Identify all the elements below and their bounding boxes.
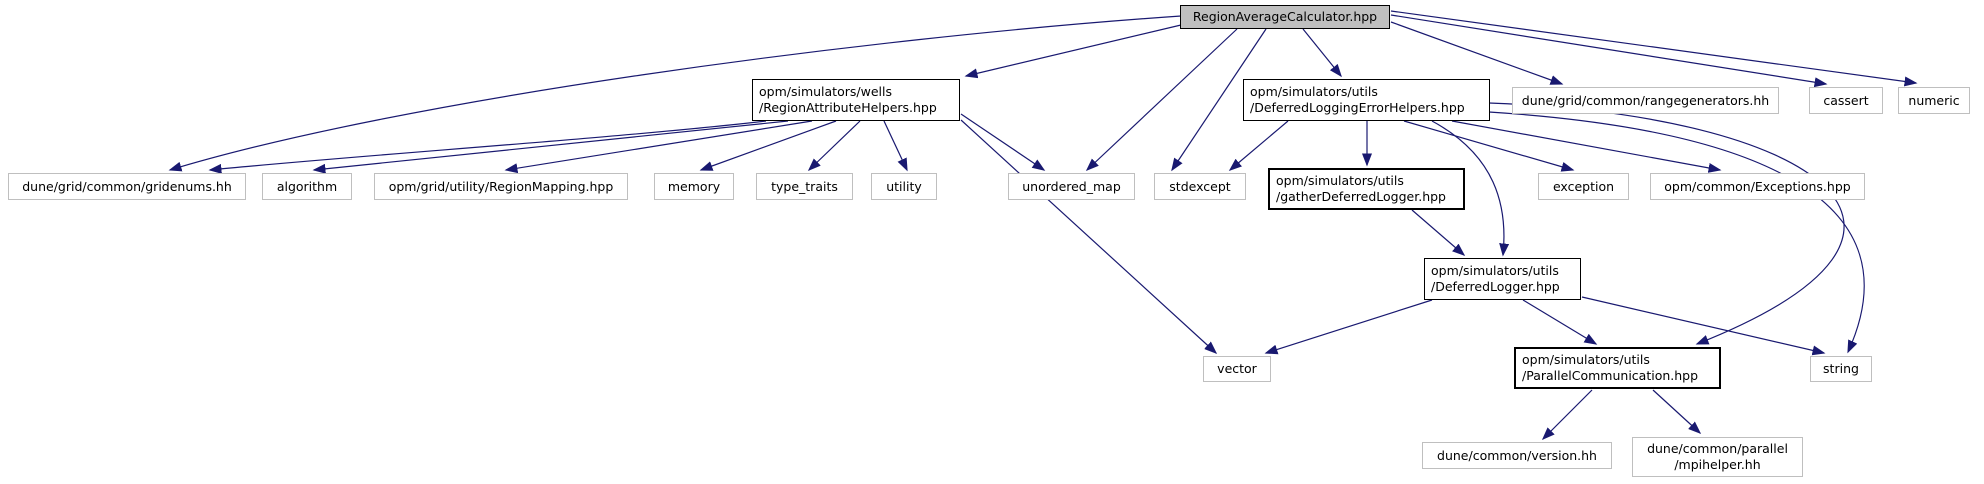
graph-node-label: utility — [886, 178, 922, 194]
graph-node-label: dune/grid/common/rangegenerators.hh — [1521, 92, 1770, 108]
graph-node-string: string — [1810, 356, 1872, 382]
graph-node-type-traits: type_traits — [756, 173, 853, 200]
edge-deferred-logging-error-helpers--parallel-communication — [1488, 102, 1845, 345]
graph-node-deferred-logger[interactable]: opm/simulators/utils/DeferredLogger.hpp — [1424, 258, 1581, 300]
edge-parallel-communication--dune-version — [1541, 389, 1593, 441]
edge-root--gridenums — [168, 15, 1182, 172]
graph-node-gather-deferred-logger[interactable]: opm/simulators/utils/gatherDeferredLogge… — [1268, 168, 1465, 210]
graph-node-label: /DeferredLoggingErrorHelpers.hpp — [1250, 100, 1465, 115]
graph-node-label: memory — [667, 178, 721, 194]
graph-node-dune-version: dune/common/version.hh — [1422, 442, 1612, 469]
edge-deferred-logger--parallel-communication — [1522, 299, 1598, 345]
graph-node-label: opm/common/Exceptions.hpp — [1664, 178, 1851, 194]
graph-node-vector: vector — [1203, 356, 1271, 382]
edge-deferred-logging-error-helpers--opm-exceptions — [1451, 120, 1722, 173]
graph-node-label: RegionAverageCalculator.hpp — [1192, 9, 1378, 24]
graph-node-label: stdexcept — [1169, 178, 1231, 194]
graph-node-label: opm/simulators/utils — [1522, 352, 1650, 367]
graph-node-exception: exception — [1538, 173, 1629, 200]
edge-root--deferred-logging-error-helpers — [1302, 28, 1342, 78]
graph-node-numeric: numeric — [1898, 87, 1970, 114]
edge-deferred-logging-error-helpers--exception — [1403, 120, 1575, 172]
edge-root--stdexcept — [1171, 28, 1267, 172]
edge-deferred-logging-error-helpers--string — [1488, 111, 1865, 354]
edge-region-attribute-helpers--algorithm — [312, 120, 789, 174]
graph-node-label: vector — [1217, 361, 1257, 376]
graph-node-utility: utility — [871, 173, 937, 200]
edge-region-attribute-helpers--type-traits — [807, 120, 861, 172]
graph-node-unordered-map: unordered_map — [1008, 173, 1135, 200]
graph-node-label: numeric — [1908, 92, 1960, 108]
edge-root--rangegenerators — [1390, 21, 1564, 85]
graph-node-label: unordered_map — [1022, 178, 1121, 194]
graph-node-memory: memory — [654, 173, 734, 200]
edge-root--unordered-map — [1085, 28, 1238, 172]
edge-region-attribute-helpers--vector — [960, 119, 1218, 355]
edge-root--numeric — [1390, 10, 1918, 87]
graph-node-label: opm/simulators/utils — [1276, 173, 1404, 188]
graph-node-label: opm/grid/utility/RegionMapping.hpp — [388, 178, 614, 194]
edge-group — [168, 10, 1918, 441]
graph-node-gridenums: dune/grid/common/gridenums.hh — [8, 173, 246, 200]
graph-node-mpihelper: dune/common/parallel/mpihelper.hh — [1632, 437, 1803, 477]
graph-node-root[interactable]: RegionAverageCalculator.hpp — [1180, 5, 1390, 29]
graph-node-rangegenerators: dune/grid/common/rangegenerators.hh — [1512, 87, 1779, 114]
graph-node-label: opm/simulators/utils — [1431, 263, 1559, 278]
graph-node-cassert: cassert — [1809, 87, 1883, 114]
graph-node-label: dune/common/parallel — [1647, 441, 1788, 456]
graph-node-label: dune/common/version.hh — [1437, 447, 1597, 463]
edge-region-attribute-helpers--region-mapping — [504, 120, 813, 174]
graph-node-label: string — [1823, 361, 1859, 376]
edge-gather-deferred-logger--deferred-logger — [1411, 209, 1466, 256]
edge-deferred-logging-error-helpers--deferred-logger — [1431, 120, 1510, 257]
edge-region-attribute-helpers--utility — [883, 120, 908, 172]
edge-parallel-communication--mpihelper — [1652, 389, 1702, 435]
graph-node-deferred-logging-error-helpers[interactable]: opm/simulators/utils/DeferredLoggingErro… — [1243, 79, 1490, 121]
graph-node-parallel-communication[interactable]: opm/simulators/utils/ParallelCommunicati… — [1514, 347, 1721, 389]
graph-node-region-attribute-helpers[interactable]: opm/simulators/wells/RegionAttributeHelp… — [752, 79, 960, 121]
graph-node-label: opm/simulators/utils — [1250, 84, 1378, 99]
graph-node-opm-exceptions: opm/common/Exceptions.hpp — [1650, 173, 1865, 200]
graph-node-stdexcept: stdexcept — [1154, 173, 1246, 200]
graph-node-label: exception — [1552, 178, 1615, 194]
graph-node-label: dune/grid/common/gridenums.hh — [22, 178, 232, 194]
edge-deferred-logger--string — [1581, 296, 1826, 356]
graph-node-label: algorithm — [276, 178, 338, 194]
graph-node-label: cassert — [1823, 92, 1869, 108]
edge-root--cassert — [1390, 14, 1828, 88]
edge-root--region-attribute-helpers — [964, 24, 1182, 79]
edge-region-attribute-helpers--memory — [699, 120, 837, 171]
graph-node-algorithm: algorithm — [262, 173, 352, 200]
graph-node-label: /gatherDeferredLogger.hpp — [1276, 189, 1446, 204]
graph-node-label: type_traits — [771, 178, 838, 194]
graph-node-label: /RegionAttributeHelpers.hpp — [759, 100, 937, 115]
graph-node-region-mapping: opm/grid/utility/RegionMapping.hpp — [374, 173, 628, 200]
edge-region-attribute-helpers--unordered-map — [960, 113, 1046, 171]
graph-node-label: /mpihelper.hh — [1674, 457, 1761, 472]
graph-node-label: /DeferredLogger.hpp — [1431, 279, 1560, 294]
edge-deferred-logging-error-helpers--stdexcept — [1228, 120, 1289, 171]
edge-region-attribute-helpers--gridenums — [208, 120, 767, 174]
edge-deferred-logger--vector — [1264, 299, 1433, 355]
graph-node-label: /ParallelCommunication.hpp — [1522, 368, 1699, 383]
graph-node-label: opm/simulators/wells — [759, 84, 892, 99]
